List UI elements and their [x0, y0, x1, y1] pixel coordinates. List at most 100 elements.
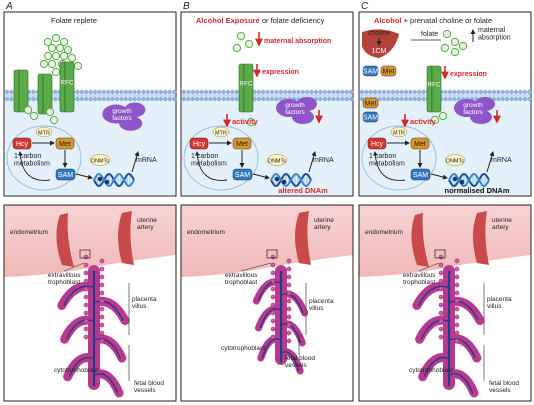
trophoblast-cell [438, 326, 444, 332]
trophoblast-cell [270, 334, 276, 340]
trophoblast-cell [454, 266, 460, 272]
sam-to-dna-arrow [430, 173, 448, 180]
trophoblast-cell [270, 318, 276, 324]
trophoblast-cell [99, 258, 105, 264]
rfc-label: RFC [239, 81, 253, 88]
trophoblast-cell [454, 314, 460, 320]
uterine-artery [295, 211, 311, 265]
trophoblast-cell [83, 262, 89, 268]
placenta-villus [57, 254, 130, 398]
fetal-vessel-branch [280, 323, 302, 344]
dna-helix [93, 172, 135, 188]
cycle-return-arrow [194, 151, 228, 181]
trophoblast-cell [286, 274, 292, 280]
dnmts-enzyme [89, 154, 111, 166]
met-pill: Met [59, 141, 71, 148]
fetal-vessel-branch [418, 285, 450, 306]
trophoblast-cell [286, 322, 292, 328]
trophoblast-cell [438, 254, 444, 260]
dnmts-label: DNMTs [446, 159, 464, 165]
one-carbon-cycle [6, 125, 82, 191]
rfc-transporter [37, 73, 53, 115]
expression-label: expression [450, 71, 487, 78]
trophoblast-cell [83, 302, 89, 308]
mtr-label: MTR [215, 131, 227, 137]
fetal-vessel-branch [63, 285, 95, 306]
cytotrophoblast-label: cytotrophoblast [221, 345, 265, 352]
mtr-enzyme [212, 126, 230, 138]
trophoblast-cell [83, 270, 89, 276]
methyl-group [459, 179, 465, 185]
cell-membrane [181, 89, 354, 102]
cytotrophoblast-label: cytotrophoblast [409, 367, 453, 374]
panel-header: Alcohol Exposure or folate deficiency [196, 16, 325, 25]
rfc-transporter: RFC [59, 61, 75, 113]
rfc-transporter [13, 69, 29, 113]
trophoblast-cell [286, 298, 292, 304]
dnam-label: normalised DNAm [444, 186, 509, 195]
trophoblast-cell [438, 294, 444, 300]
fetal-vessel-branch [261, 338, 282, 359]
trophoblast-cell [83, 318, 89, 324]
trophoblast-cell [438, 278, 444, 284]
trophoblast-cell [438, 262, 444, 268]
trophoblast-cell [286, 338, 292, 344]
activity-label: activity [410, 117, 437, 126]
trophoblast-cell [286, 306, 292, 312]
mtr-enzyme [35, 126, 53, 138]
trophoblast-cell [99, 330, 105, 336]
trophoblast-cell [99, 298, 105, 304]
trophoblast-cell [454, 298, 460, 304]
trophoblast-cell [286, 266, 292, 272]
folate-molecules [246, 117, 256, 127]
uterine-artery [473, 211, 489, 265]
trophoblast-cell [454, 274, 460, 280]
trophoblast-cell [83, 310, 89, 316]
fetal-vessel-branch [93, 338, 121, 359]
sam-pill: SAM [235, 172, 250, 179]
trophoblast-cell [438, 310, 444, 316]
header-highlight: Alcohol Exposure [196, 16, 260, 25]
methyl-group [274, 176, 280, 182]
trophoblast-cell [99, 290, 105, 296]
met-pill-side-shape [362, 97, 379, 109]
hcy-pill: Hcy [193, 141, 206, 148]
trophoblast-cell [454, 290, 460, 296]
trophoblast-cell [286, 290, 292, 296]
trophoblast-cell [454, 338, 460, 344]
trophoblast-cell [454, 306, 460, 312]
hcy-pill-shape [367, 137, 387, 150]
mrna-label: mRNA [313, 157, 334, 164]
hcy-pill: Hcy [371, 141, 384, 148]
hcy-pill-shape [12, 137, 32, 150]
sam-pill-top: SAM [363, 69, 378, 76]
placenta-villus [412, 254, 485, 398]
trophoblast-cell [99, 322, 105, 328]
header-text: Folate replete [51, 16, 97, 25]
trophoblast-cell [454, 322, 460, 328]
header-text: + prenatal choline or folate [402, 16, 493, 25]
trophoblast-cell [83, 286, 89, 292]
panel-letter: A [5, 1, 13, 12]
met-pill: Met [236, 141, 248, 148]
trophoblast-cell [270, 286, 276, 292]
panel-letter: B [183, 1, 190, 12]
met-pill-shape [232, 137, 252, 150]
trophoblast-cell [99, 306, 105, 312]
highlight-box [79, 249, 91, 259]
trophoblast-cell [454, 258, 460, 264]
